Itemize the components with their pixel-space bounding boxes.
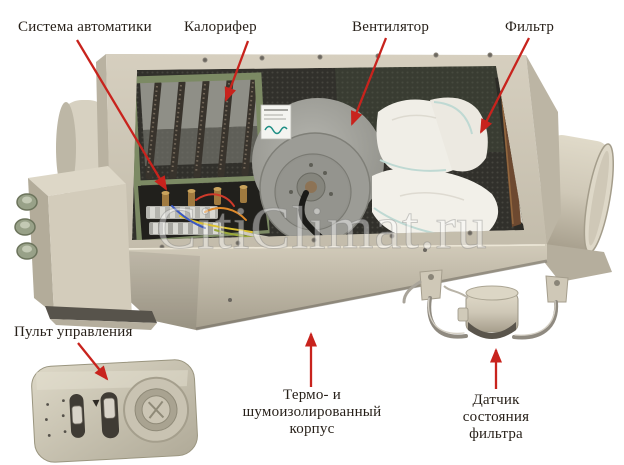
automation-section [138, 181, 326, 240]
control-panel-photo [31, 359, 198, 463]
callout-arrow-filter [479, 37, 531, 134]
under-duct-shade [545, 244, 612, 282]
cable-entry-box [14, 166, 132, 318]
label-filter-sensor-line1: Датчик [472, 392, 520, 408]
cable-glands [14, 193, 38, 260]
watermark-text: CitiClimat.ru [156, 195, 487, 261]
control-panel-switches [69, 392, 120, 439]
terminal-blocks [146, 206, 221, 235]
label-filter-sensor: Датчик состояния фильтра [431, 392, 561, 443]
wiring [171, 193, 326, 240]
control-panel-markings [45, 399, 67, 437]
label-filter-sensor-line2: состояния [462, 409, 530, 425]
ventilation-unit-photo: CitiClimat.ru [14, 52, 615, 463]
fan [252, 98, 384, 240]
control-panel-dial [123, 376, 190, 443]
filter-sensor [443, 285, 519, 339]
filter-sensor-assembly [402, 269, 569, 340]
fan-power-cable [298, 190, 335, 240]
label-housing-line2: шумоизолированный [242, 404, 382, 420]
label-housing-line3: корпус [289, 421, 335, 437]
label-filter: Фильтр [505, 19, 555, 35]
sensor-tubes [402, 280, 559, 340]
label-housing-line1: Термо- и [283, 387, 341, 403]
fan-sticker [260, 104, 292, 140]
standoff-insulators [161, 185, 248, 209]
housing-front-face [111, 244, 548, 331]
callout-arrows [76, 37, 531, 389]
callout-arrow-fan [350, 37, 388, 126]
label-housing: Термо- и шумоизолированный корпус [212, 387, 412, 438]
filter-media [372, 97, 498, 240]
interior [132, 66, 524, 240]
callout-arrow-heater [224, 40, 250, 102]
label-fan: Вентилятор [352, 19, 430, 35]
label-automation: Система автоматики [18, 19, 152, 35]
unit-bottom-left-corner [45, 306, 157, 330]
mounting-tabs [419, 269, 569, 303]
label-heater: Калорифер [184, 19, 257, 35]
callout-arrow-automation [76, 39, 168, 191]
label-filter-sensor-line3: фильтра [469, 426, 523, 442]
callout-arrow-control-panel [77, 342, 109, 381]
label-control-panel: Пульт управления [14, 324, 133, 340]
